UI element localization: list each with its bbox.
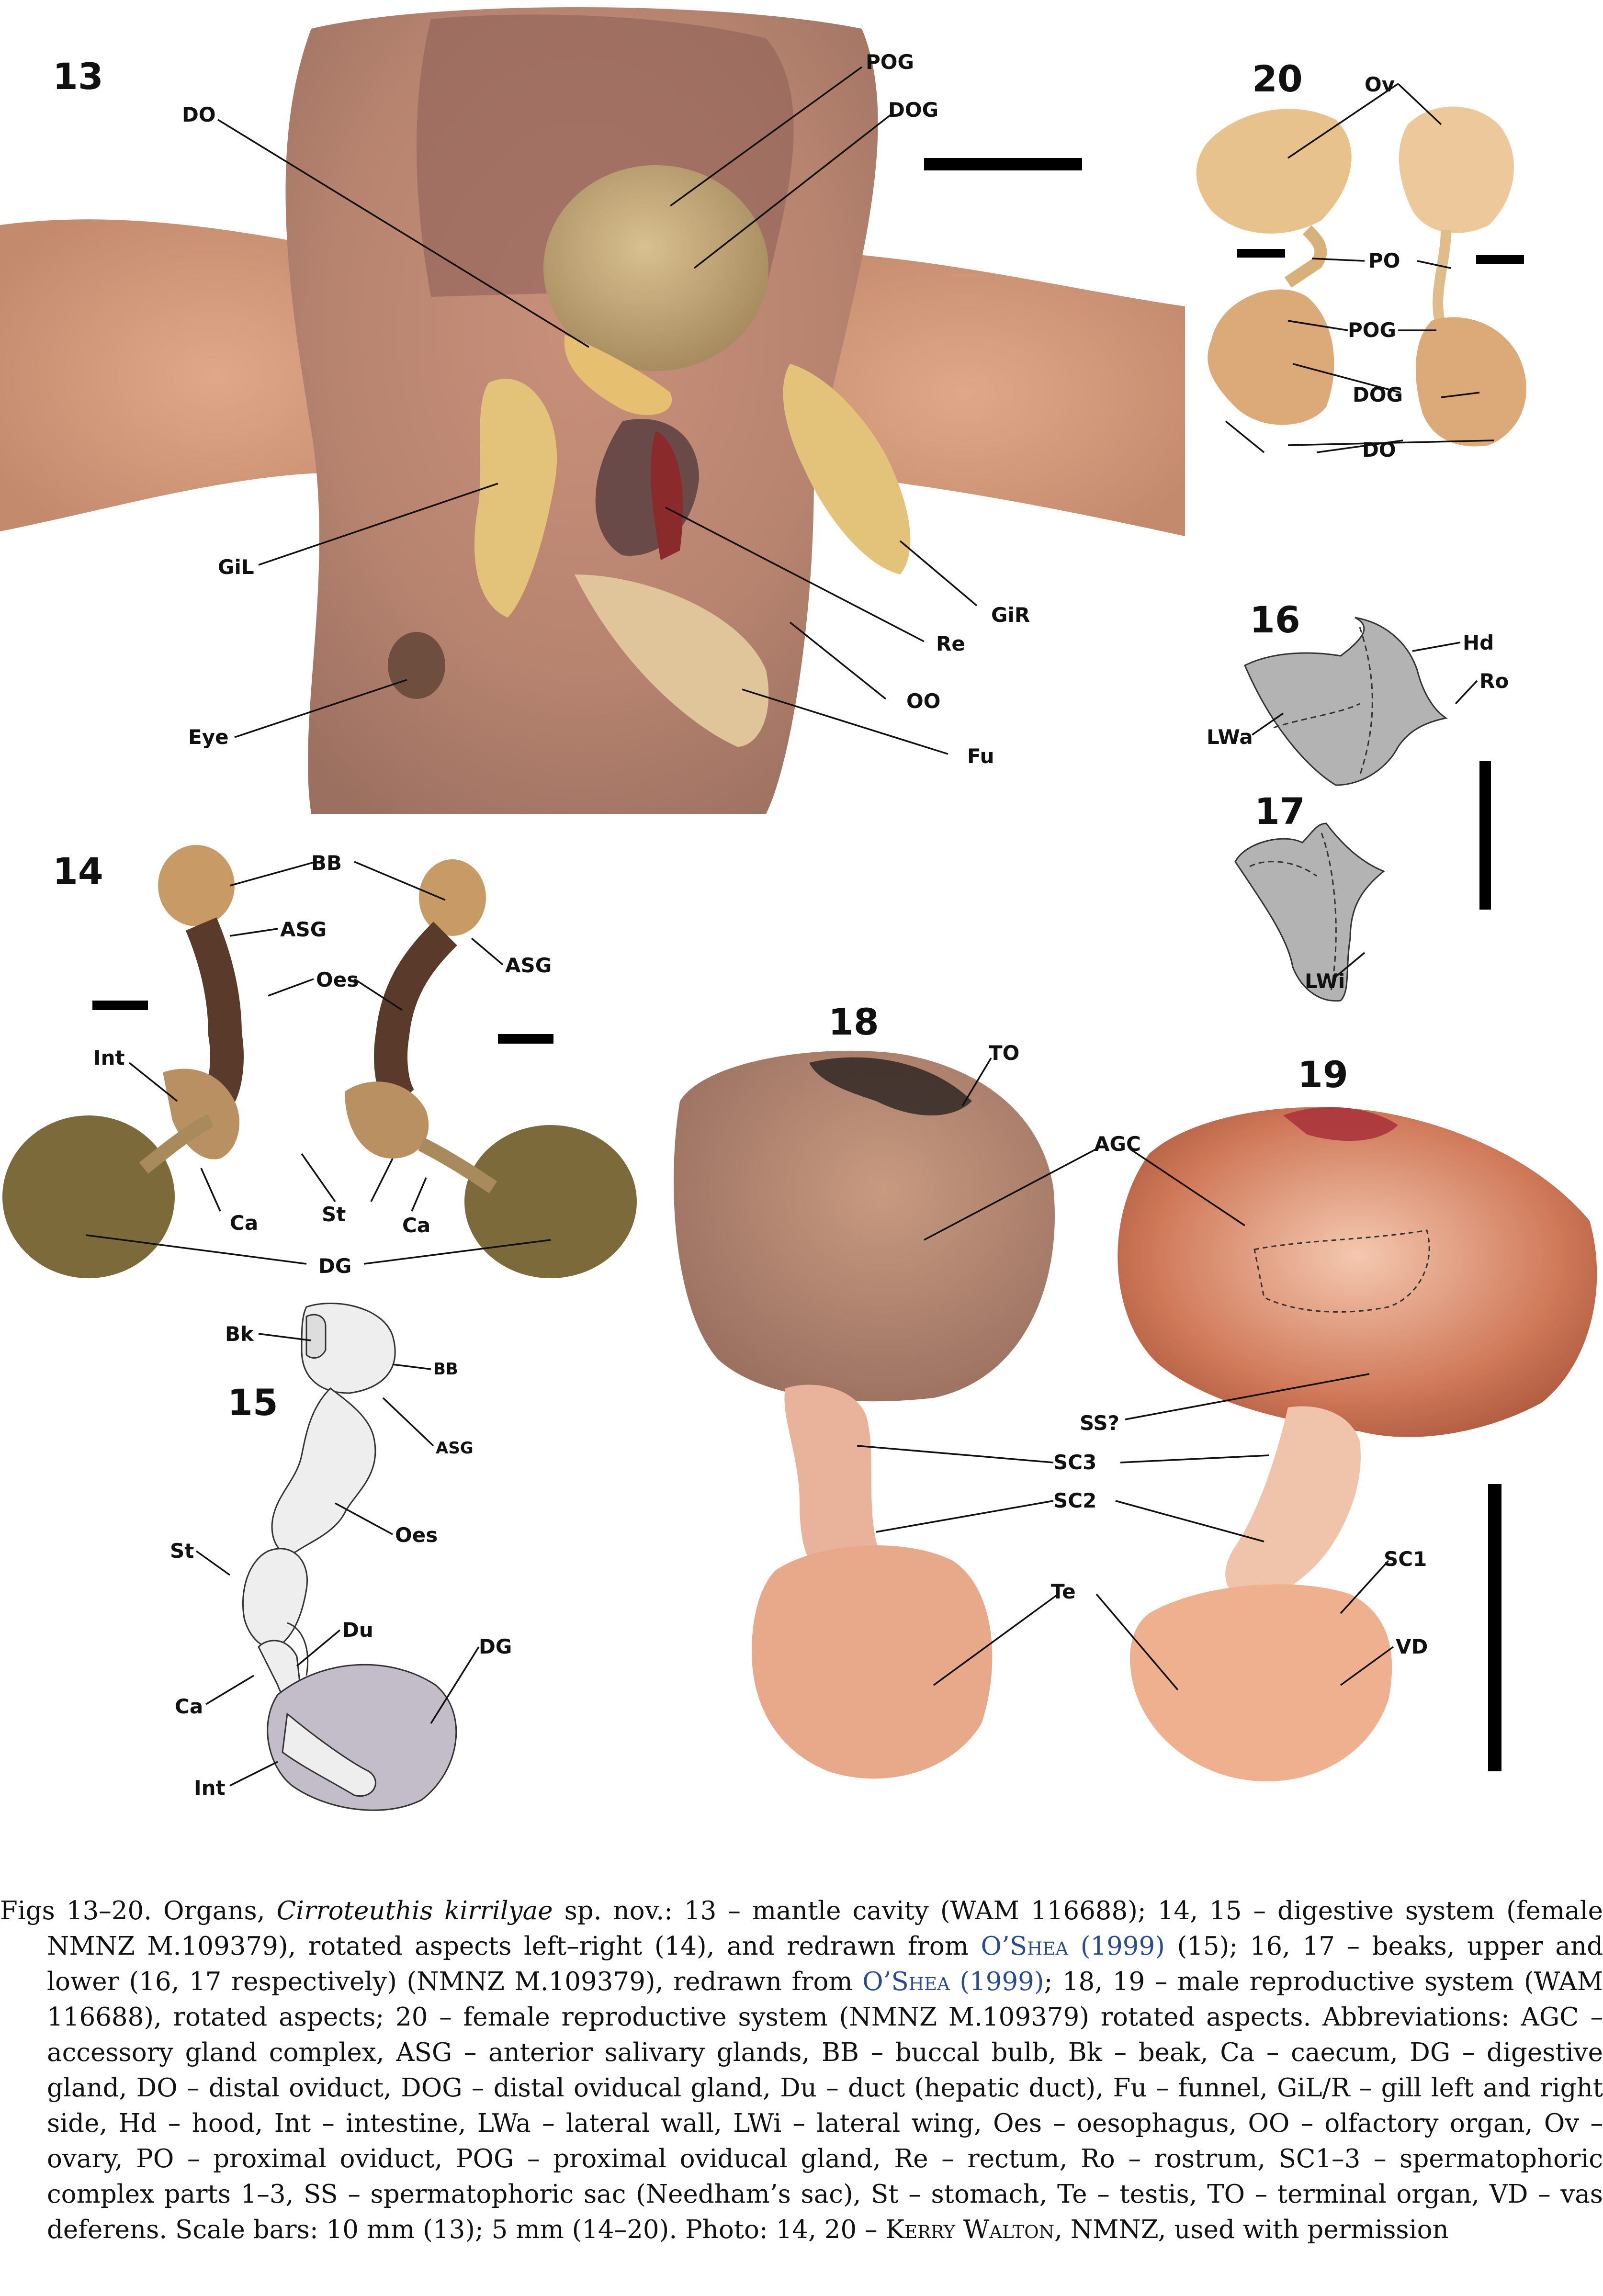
label-18-to: TO [989,1041,1020,1065]
label-13-oo: OO [906,689,941,713]
label-14-asg-right: ASG [505,954,552,977]
label-20-pog: POG [1348,318,1396,342]
label-15-int: Int [194,1776,226,1800]
scale-bar-14-left [92,1001,148,1010]
label-14-bb: BB [311,851,342,875]
scale-bar-16-17 [1479,761,1491,910]
figure-19-male-reproductive-photo [1082,1096,1603,1814]
scale-bar-13 [924,158,1082,170]
label-15-ca: Ca [175,1695,203,1718]
label-19-ss: SS? [1080,1411,1119,1435]
scale-bar-20-left [1237,249,1285,258]
figure-number-16: 16 [1250,598,1300,641]
label-16-hd: Hd [1463,631,1494,654]
label-14-asg-left: ASG [280,918,327,941]
label-14-ca-right: Ca [402,1214,431,1237]
label-15-dg: DG [479,1635,512,1658]
label-13-gir: GiR [991,603,1030,627]
label-19-vd: VD [1396,1635,1428,1658]
label-14-int: Int [93,1046,125,1069]
label-sc2: SC2 [1053,1489,1097,1512]
figure-13-mantle-cavity-photo [0,0,1185,814]
label-13-do: DO [182,103,216,126]
label-20-dog: DOG [1353,383,1403,406]
figure-15-digestive-drawing [192,1293,503,1819]
label-13-eye: Eye [188,725,229,749]
label-19-agc: AGC [1094,1132,1141,1156]
label-15-st: St [170,1539,194,1563]
label-sc3: SC3 [1053,1451,1097,1474]
label-17-lwi: LWi [1305,969,1345,993]
lower-beak-drawing [1234,822,1385,1002]
label-19-sc1: SC1 [1384,1547,1427,1571]
digestive-system-drawing [242,1303,457,1811]
label-14-dg: DG [318,1254,352,1278]
label-13-dog: DOG [888,98,939,122]
label-16-ro: Ro [1479,669,1509,693]
caption-paragraph: Figs 13–20. Organs, Cirroteuthis kirrily… [0,1896,1603,2244]
caption-reference-oshea-2[interactable]: O’Shea (1999) [862,1967,1044,1996]
label-14-st: St [322,1203,346,1226]
label-13-gil: GiL [218,555,254,579]
mantle-cavity-photo [0,7,1185,814]
scale-bar-14-right [498,1034,553,1044]
figure-14-digestive-photo [0,833,646,1288]
figure-number-15: 15 [227,1381,278,1424]
upper-beak-drawing [1244,617,1448,786]
caption-species: Cirroteuthis kirrilyae [276,1896,553,1925]
figure-number-17: 17 [1254,790,1305,833]
label-20-do: DO [1362,438,1396,461]
label-20-po: PO [1368,249,1400,272]
label-15-du: Du [342,1618,373,1642]
scale-bar-20-right [1476,255,1524,264]
figure-caption: Figs 13–20. Organs, Cirroteuthis kirrily… [0,1893,1603,2248]
label-20-ov: Ov [1365,73,1395,96]
label-15-oes: Oes [395,1523,438,1547]
label-18-te: Te [1051,1580,1076,1603]
label-14-ca-left: Ca [230,1211,259,1235]
label-14-oes: Oes [316,968,359,991]
digestive-system-photo [2,845,637,1278]
figure-number-14: 14 [53,850,103,892]
figure-number-13: 13 [53,55,103,98]
scale-bar-18-19 [1488,1484,1501,1771]
label-15-asg: ASG [436,1439,474,1458]
label-15-bk: Bk [225,1322,254,1346]
label-15-bb: BB [433,1360,458,1379]
label-13-pog: POG [866,50,914,74]
caption-photographer: Kerry Walton [885,2215,1055,2244]
male-reproductive-photo-19 [1118,1107,1597,1782]
figure-17-lower-beak-drawing [1226,814,1441,1005]
figure-16-upper-beak-drawing [1216,613,1513,790]
figure-number-19: 19 [1298,1053,1348,1096]
male-reproductive-photo-18 [673,1050,1055,1779]
figure-18-male-reproductive-photo [666,1044,1072,1810]
figure-number-20: 20 [1252,57,1303,100]
figure-number-18: 18 [828,1001,879,1043]
label-16-lwa: LWa [1207,725,1253,749]
caption-reference-oshea-1[interactable]: O’Shea (1999) [981,1932,1165,1961]
label-13-fu: Fu [967,744,994,768]
label-13-re: Re [936,632,965,655]
